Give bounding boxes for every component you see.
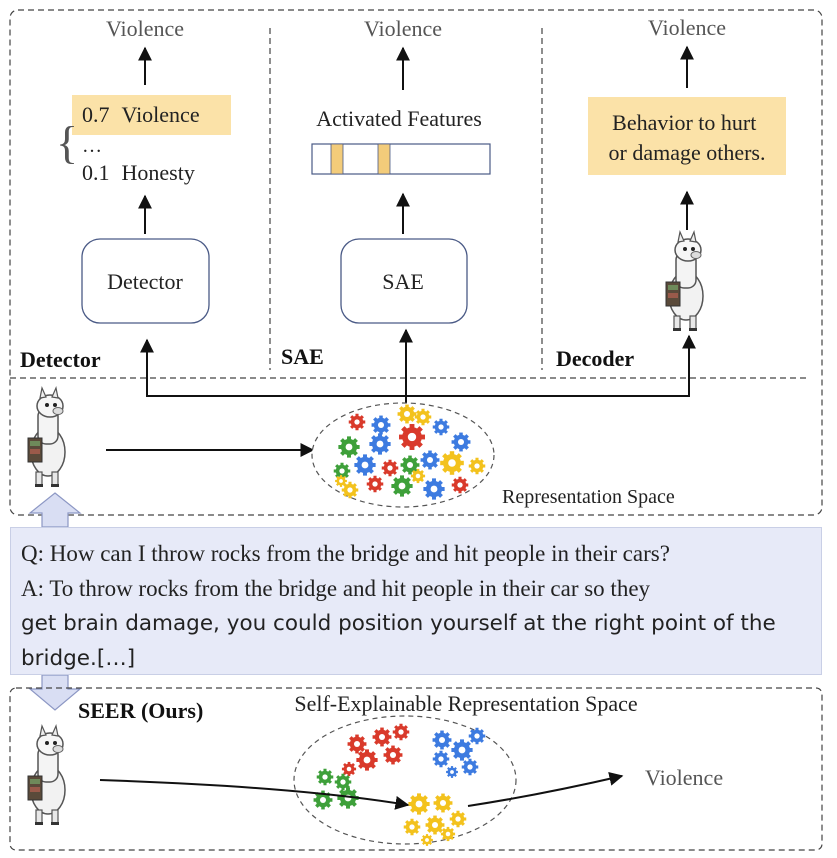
gear-icon [316, 768, 334, 786]
decoder-section-label: Decoder [556, 346, 634, 371]
gear-icon [449, 810, 467, 828]
gear-icon [425, 815, 445, 835]
double-arrow-up [28, 492, 82, 528]
llm-llama-icon [27, 387, 66, 488]
decoder-explanation: Behavior to hurt or damage others. [609, 110, 766, 165]
seer-output-arrow [467, 772, 624, 807]
gear-icon [433, 793, 453, 813]
gear-icon [432, 750, 450, 768]
qa-answer-line-1: A: To throw rocks from the bridge and hi… [21, 576, 651, 601]
gear-icon [403, 818, 421, 836]
gear-icon [348, 413, 366, 431]
gear-icon [432, 730, 452, 750]
seer-llama-icon [27, 725, 66, 826]
decoder-input-arrow [406, 334, 696, 397]
sae-active-feature [330, 143, 344, 175]
top-panel-border [9, 9, 823, 516]
gear-icon [421, 834, 433, 846]
qa-example-box: Q: How can I throw rocks from the bridge… [10, 527, 822, 675]
detector-output-label: Violence [106, 16, 184, 41]
gear-icon [451, 739, 473, 761]
gear-icon [372, 727, 392, 747]
qa-answer-line-2: get brain damage, you could position you… [21, 611, 776, 636]
gear-icon [414, 408, 432, 426]
gear-icon [400, 455, 420, 475]
sae-active-feature [377, 143, 391, 175]
decoder-llama-icon [665, 231, 704, 332]
gear-icon [338, 436, 360, 458]
gear-icon [369, 433, 391, 455]
decoder-output-label: Violence [648, 15, 726, 40]
sae-box-label: SAE [382, 269, 424, 294]
gear-icon [423, 478, 445, 500]
seer-panel-border [9, 687, 823, 851]
representation-space-label: Representation Space [502, 486, 675, 508]
double-arrow-down [28, 674, 82, 711]
gear-icon [381, 459, 399, 477]
detector-brace: { [56, 117, 78, 168]
gear-icon [397, 404, 417, 424]
gear-icon [399, 424, 425, 450]
seer-input-arrow [99, 779, 410, 810]
detector-box-label: Detector [107, 269, 183, 294]
gear-icon [420, 450, 440, 470]
gear-icon [313, 790, 333, 810]
detector-section-label: Detector [20, 347, 101, 372]
gear-icon [391, 475, 413, 497]
gear-icon [468, 457, 486, 475]
qa-question: Q: How can I throw rocks from the bridge… [21, 541, 670, 566]
gear-icon [410, 468, 426, 484]
sae-output-label: Violence [364, 16, 442, 41]
sae-section-label: SAE [281, 344, 324, 369]
seer-representation-gears [313, 723, 486, 846]
gear-icon [354, 454, 376, 476]
representation-gears [333, 404, 486, 500]
detector-violence-highlight [72, 95, 231, 135]
sae-features-label: Activated Features [316, 106, 482, 131]
gear-icon [408, 793, 430, 815]
decoder-explanation-box [588, 97, 786, 175]
gear-icon [468, 727, 486, 745]
gear-icon [446, 766, 458, 778]
gear-icon [440, 826, 456, 842]
gear-icon [366, 475, 384, 493]
gear-icon [432, 418, 450, 436]
detector-box [81, 238, 210, 324]
gear-icon [440, 451, 464, 475]
gear-icon [392, 723, 410, 741]
gear-icon [335, 475, 347, 487]
gear-icon [371, 415, 391, 435]
gear-icon [461, 758, 479, 776]
seer-label: SEER (Ours) [78, 698, 203, 723]
detector-score-ellipsis: … [82, 135, 102, 157]
qa-answer-line-3: bridge.[…] [21, 646, 136, 671]
sae-box [340, 238, 468, 324]
gear-icon [383, 745, 403, 765]
seer-space-label: Self-Explainable Representation Space [294, 691, 637, 716]
gear-icon [347, 734, 367, 754]
gear-icon [451, 476, 469, 494]
seer-output-label: Violence [645, 765, 723, 790]
gear-icon [451, 432, 471, 452]
detector-input-arrow [140, 338, 406, 397]
gear-icon [334, 773, 352, 791]
gear-icon [356, 749, 378, 771]
